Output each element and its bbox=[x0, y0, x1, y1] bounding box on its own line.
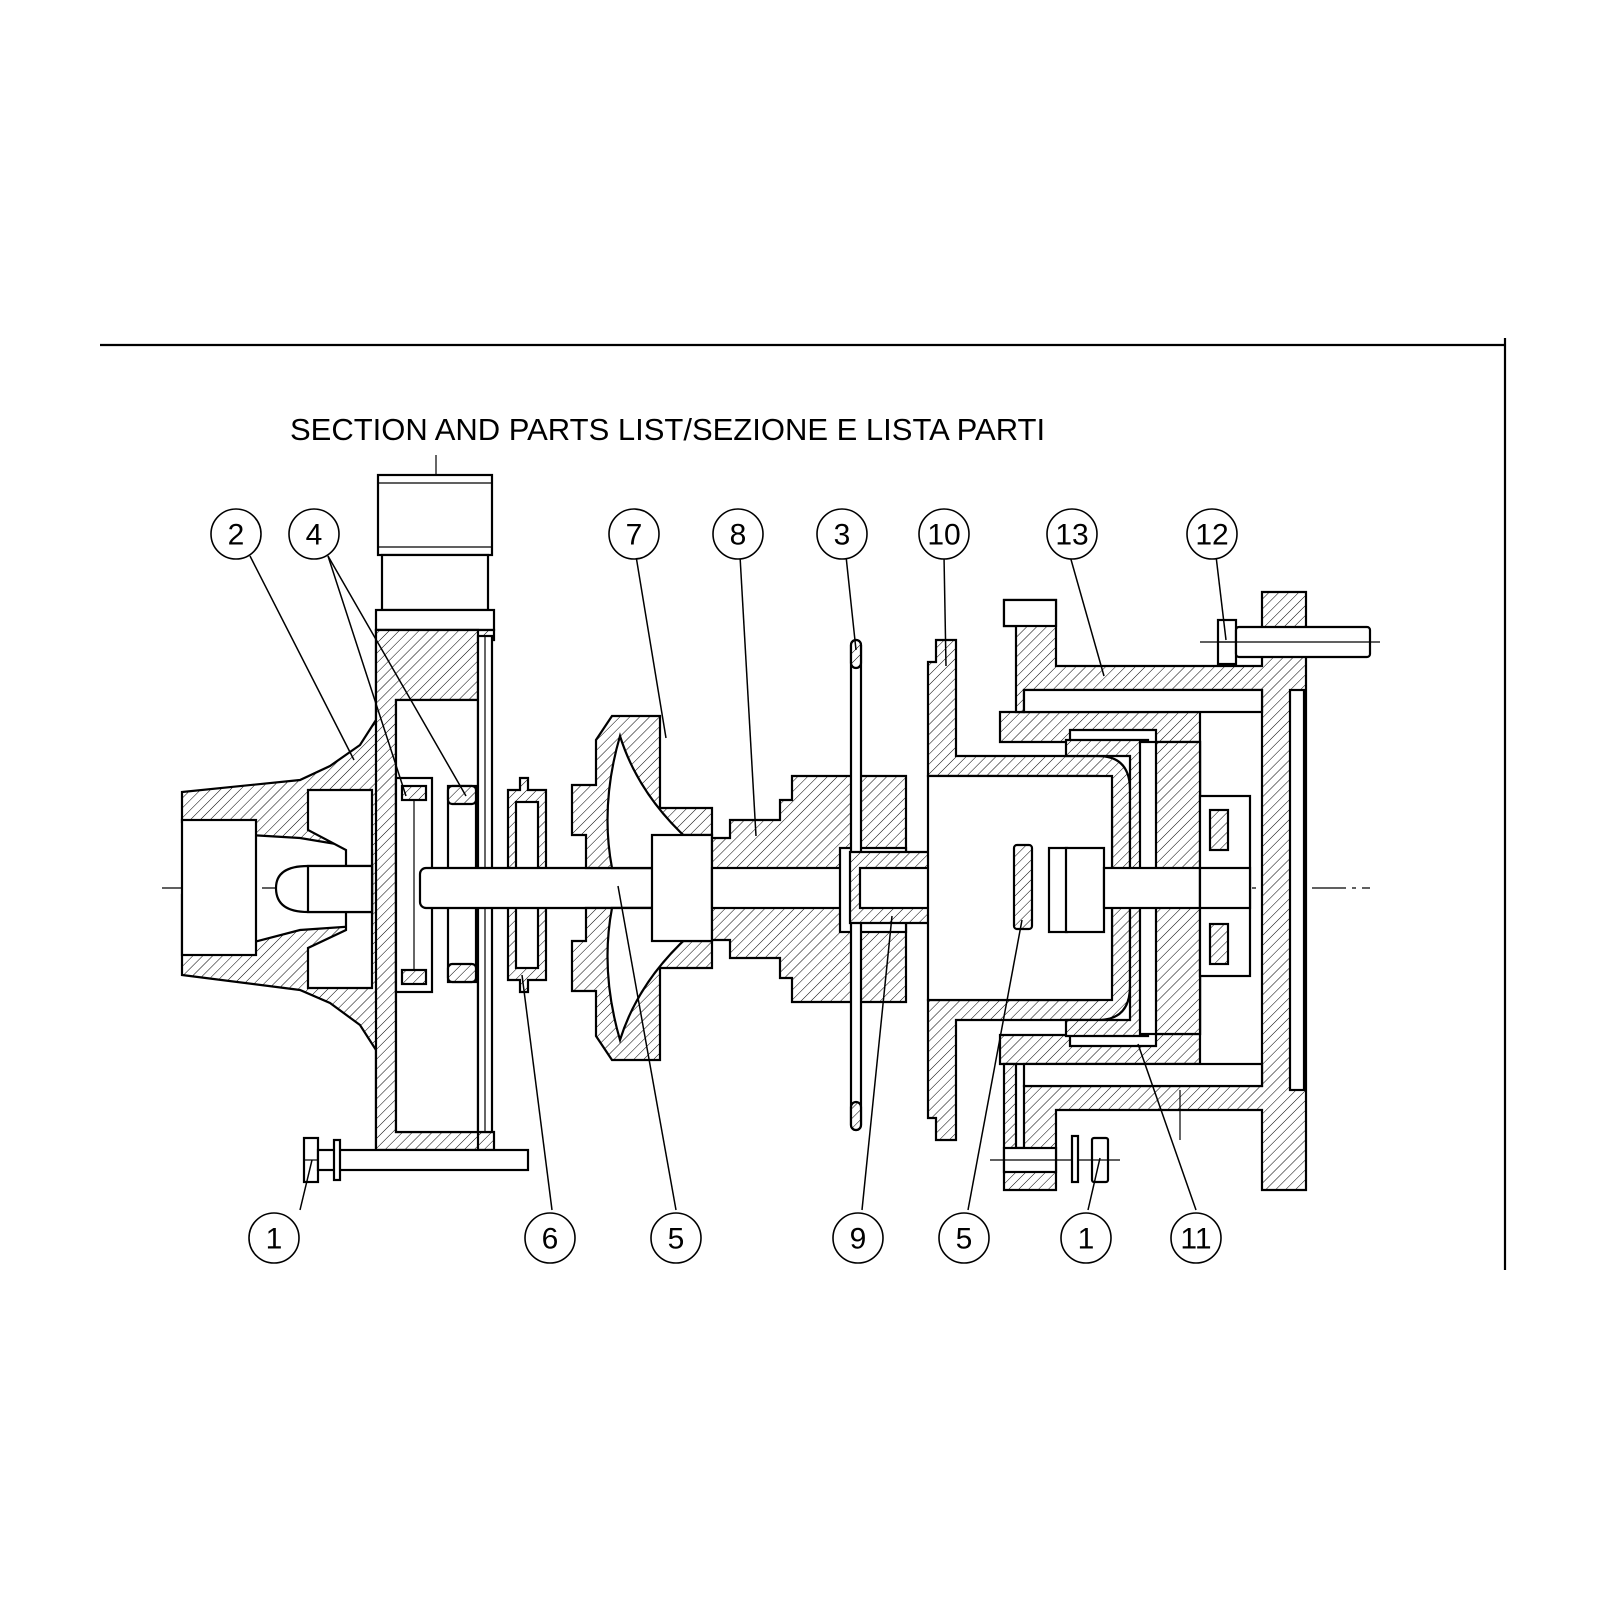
svg-text:11: 11 bbox=[1180, 1223, 1211, 1256]
callout-8: 8 bbox=[712, 508, 764, 560]
callout-5-left: 5 bbox=[650, 1212, 702, 1264]
svg-text:12: 12 bbox=[1195, 519, 1228, 552]
callout-2: 2 bbox=[210, 508, 262, 560]
callout-10: 10 bbox=[918, 508, 970, 560]
callout-9: 9 bbox=[832, 1212, 884, 1264]
callout-4: 4 bbox=[288, 508, 340, 560]
svg-text:3: 3 bbox=[834, 519, 851, 552]
impeller bbox=[570, 714, 714, 1062]
svg-text:5: 5 bbox=[668, 1223, 685, 1256]
callout-3: 3 bbox=[816, 508, 868, 560]
callout-11: 11 bbox=[1170, 1212, 1222, 1264]
svg-text:1: 1 bbox=[1078, 1223, 1095, 1256]
leader-lines bbox=[249, 555, 1227, 1211]
svg-text:2: 2 bbox=[228, 519, 245, 552]
bracket-bolt bbox=[1200, 618, 1380, 666]
svg-text:4: 4 bbox=[306, 519, 323, 552]
drawing-title: SECTION AND PARTS LIST/SEZIONE E LISTA P… bbox=[290, 412, 1045, 447]
svg-text:7: 7 bbox=[626, 519, 643, 552]
drawing-frame bbox=[100, 338, 1507, 1270]
magnet-rotor bbox=[998, 710, 1252, 1066]
svg-text:9: 9 bbox=[850, 1223, 867, 1256]
callout-12: 12 bbox=[1186, 508, 1238, 560]
pump-casing bbox=[180, 473, 496, 1152]
svg-text:6: 6 bbox=[542, 1223, 559, 1256]
callout-1-left: 1 bbox=[248, 1212, 300, 1264]
svg-text:8: 8 bbox=[730, 519, 747, 552]
callout-5-right: 5 bbox=[938, 1212, 990, 1264]
callout-7: 7 bbox=[608, 508, 660, 560]
svg-text:1: 1 bbox=[266, 1223, 283, 1256]
svg-text:10: 10 bbox=[927, 519, 960, 552]
callout-1-right: 1 bbox=[1060, 1212, 1112, 1264]
svg-text:13: 13 bbox=[1055, 519, 1088, 552]
thrust-washer bbox=[1012, 843, 1069, 934]
callout-13: 13 bbox=[1046, 508, 1098, 560]
callout-6: 6 bbox=[524, 1212, 576, 1264]
svg-text:5: 5 bbox=[956, 1223, 973, 1256]
casing-bolt-left bbox=[302, 1136, 530, 1184]
